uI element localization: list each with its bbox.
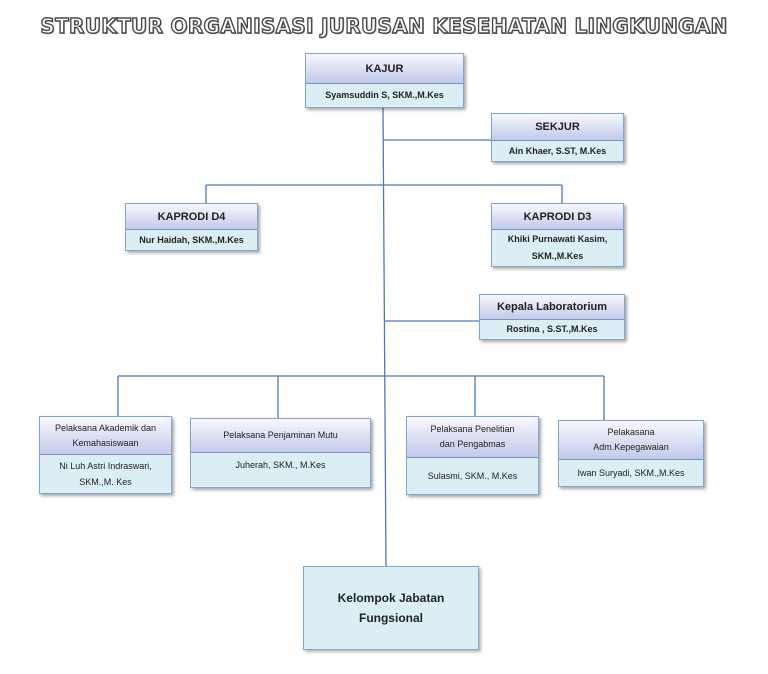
kaprodi-d3-title: KAPRODI D3	[492, 204, 623, 230]
kajur-box: KAJUR Syamsuddin S, SKM.,M.Kes	[305, 53, 464, 108]
sekjur-box: SEKJUR Ain Khaer, S.ST, M.Kes	[491, 113, 624, 162]
kaprodi-d3-box: KAPRODI D3 Khiki Purnawati Kasim, SKM.,M…	[491, 203, 624, 267]
pelaksana-mutu-title: Pelaksana Penjaminan Mutu	[191, 419, 370, 453]
pelaksana-akademik-title: Pelaksana Akademik dan Kemahasiswaan	[40, 417, 171, 455]
sekjur-title: SEKJUR	[492, 114, 623, 141]
kepala-lab-name: Rostina , S.ST.,M.Kes	[506, 324, 598, 334]
pelaksana-akademik-box: Pelaksana Akademik dan Kemahasiswaan Ni …	[39, 416, 172, 494]
pelaksana-kepegawaian-name: Iwan Suryadi, SKM.,M.Kes	[577, 468, 685, 478]
pelaksana-akademik-name: Ni Luh Astri Indraswari, SKM.,M. Kes	[59, 461, 152, 487]
pelaksana-mutu-name: Juherah, SKM., M.Kes	[235, 460, 326, 470]
kepala-lab-title: Kepala Laboratorium	[480, 295, 624, 320]
pelaksana-kepegawaian-box: Pelakasana Adm.Kepegawaian Iwan Suryadi,…	[558, 420, 704, 487]
kelompok-fungsional-box: Kelompok Jabatan Fungsional	[303, 566, 479, 650]
kajur-name: Syamsuddin S, SKM.,M.Kes	[325, 90, 444, 100]
pelaksana-mutu-box: Pelaksana Penjaminan Mutu Juherah, SKM.,…	[190, 418, 371, 488]
kaprodi-d4-box: KAPRODI D4 Nur Haidah, SKM.,M.Kes	[125, 203, 258, 251]
pelaksana-kepegawaian-title: Pelakasana Adm.Kepegawaian	[559, 421, 703, 460]
main-trunk-line	[382, 107, 387, 567]
pelaksana-penelitian-name: Sulasmi, SKM., M.Kes	[427, 471, 518, 481]
pelaksana-penelitian-title: Pelaksana Penelitian dan Pengabmas	[407, 417, 538, 458]
page-title: STRUKTUR ORGANISASI JURUSAN KESEHATAN LI…	[40, 13, 728, 38]
kaprodi-d4-title: KAPRODI D4	[126, 204, 257, 230]
sekjur-name: Ain Khaer, S.ST, M.Kes	[508, 145, 607, 156]
kepala-lab-box: Kepala Laboratorium Rostina , S.ST.,M.Ke…	[479, 294, 625, 340]
kajur-title: KAJUR	[306, 54, 463, 84]
kaprodi-d3-name: Khiki Purnawati Kasim, SKM.,M.Kes	[507, 234, 608, 261]
kaprodi-d4-name: Nur Haidah, SKM.,M.Kes	[139, 234, 244, 245]
pelaksana-penelitian-box: Pelaksana Penelitian dan Pengabmas Sulas…	[406, 416, 539, 495]
